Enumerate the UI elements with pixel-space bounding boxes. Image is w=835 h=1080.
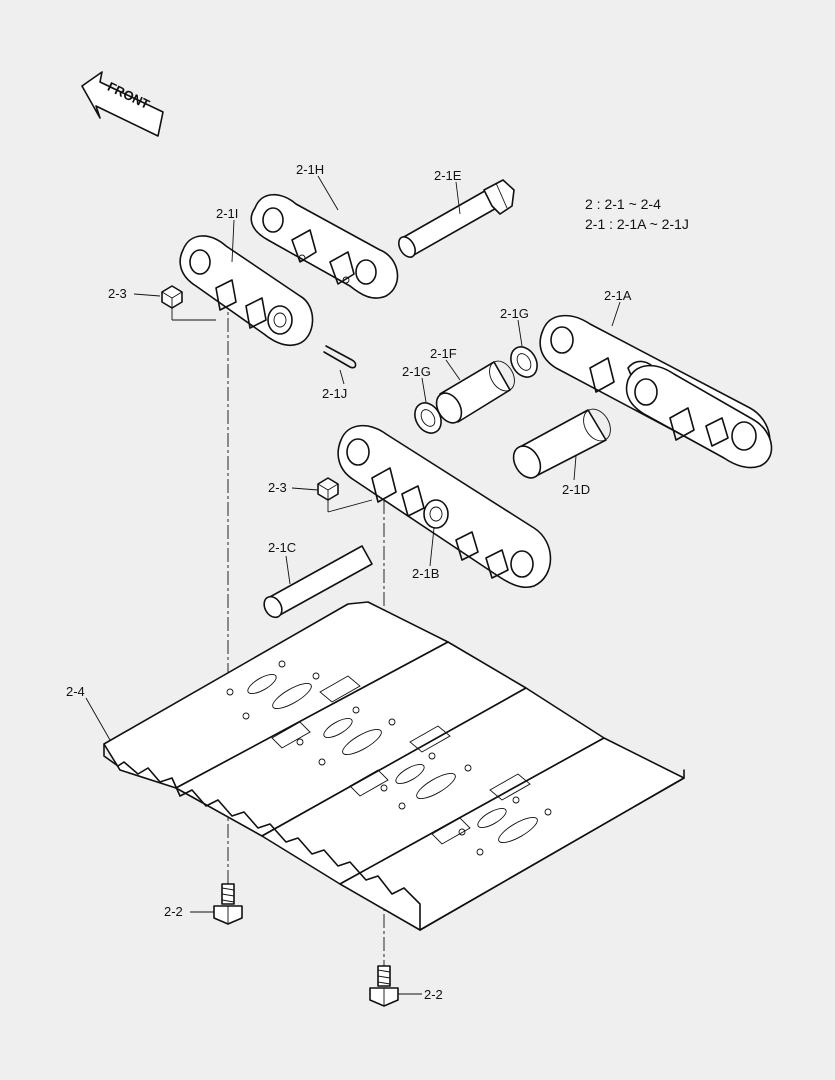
label-2-1C: 2-1C [268,540,296,555]
track-shoes-2-4 [103,601,685,931]
label-2-1J: 2-1J [322,386,347,401]
pin-2-1C [263,545,373,619]
label-2-1H: 2-1H [296,162,324,177]
label-2-2-bottom: 2-2 [424,987,443,1002]
note-line-1: 2 : 2-1 ~ 2-4 [585,196,661,212]
bolt-2-2-bottom [369,965,399,1007]
front-arrow-icon: FRONT [81,71,164,137]
leader-lines [85,175,621,995]
label-2-1F: 2-1F [430,346,457,361]
label-2-1D: 2-1D [562,482,590,497]
nut-2-3-top [161,285,183,309]
note-line-2: 2-1 : 2-1A ~ 2-1J [585,216,689,232]
seal-2-1G-right [510,346,538,378]
label-2-4: 2-4 [66,684,85,699]
label-2-1G-left: 2-1G [402,364,431,379]
link-2-1H [250,193,399,299]
bushing-2-1D [512,408,611,479]
link-2-1A-plate [625,364,773,469]
nut-2-3-mid [317,477,339,501]
bushing-2-1F [435,360,515,424]
label-2-3-mid: 2-3 [268,480,287,495]
label-2-2-left: 2-2 [164,904,183,919]
cotter-pin-2-1J [323,345,357,369]
label-2-1B: 2-1B [412,566,439,581]
link-2-1B [337,424,552,589]
label-2-1E: 2-1E [434,168,462,183]
label-2-1A: 2-1A [604,288,632,303]
label-2-3-top: 2-3 [108,286,127,301]
bolt-2-2-left [213,883,243,925]
link-2-1I [179,235,314,347]
pin-2-1E [398,179,515,258]
label-2-1G-right: 2-1G [500,306,529,321]
label-2-1I: 2-1I [216,206,238,221]
